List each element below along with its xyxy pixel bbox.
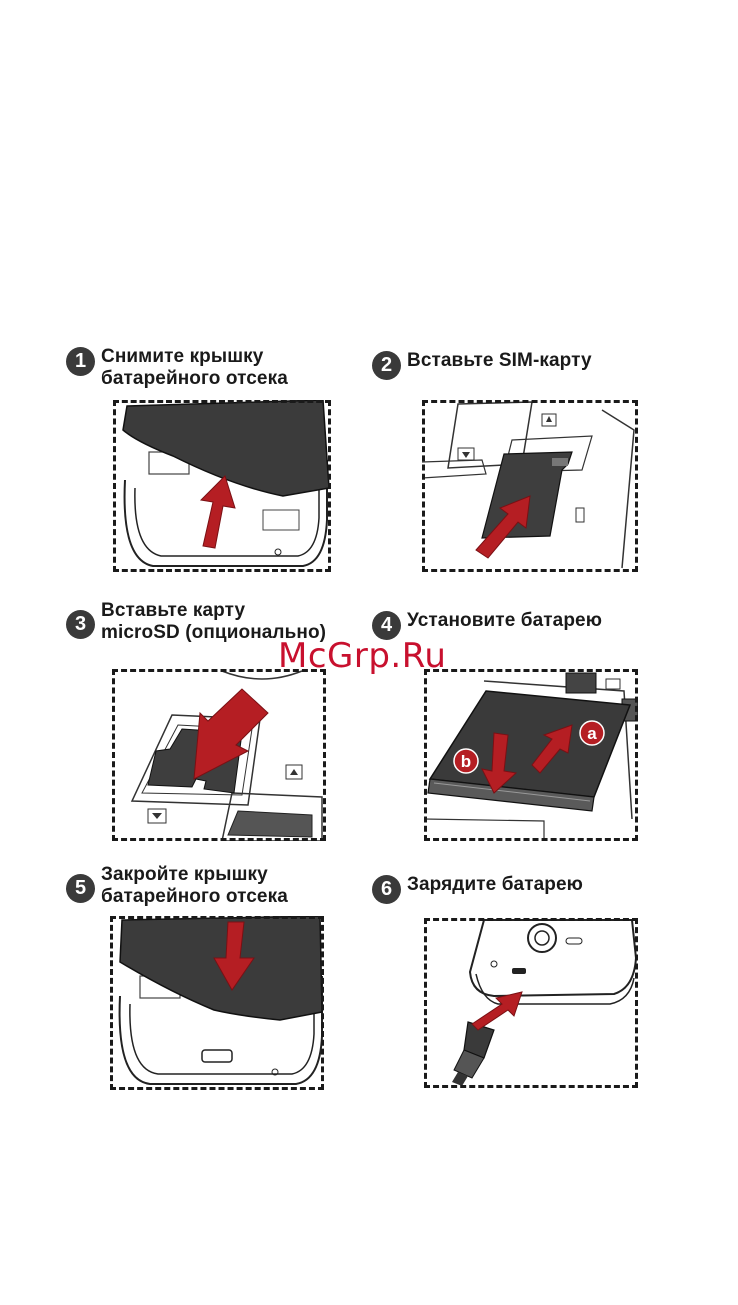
step-3-illustration xyxy=(112,669,326,841)
step-5-heading: 5 Закройте крышку батарейного отсека xyxy=(66,864,288,908)
step-title: Установите батарею xyxy=(407,610,602,632)
step-4-illustration: a b xyxy=(424,669,638,841)
step-6-illustration xyxy=(424,918,638,1088)
step-number-badge: 1 xyxy=(66,347,95,376)
step-title: Зарядите батарею xyxy=(407,874,583,896)
step-1-heading: 1 Снимите крышку батарейного отсека xyxy=(66,346,288,390)
step-number-badge: 6 xyxy=(372,875,401,904)
step-title: Закройте крышку батарейного отсека xyxy=(101,864,288,908)
step-2-heading: 2 Вставьте SIM-карту xyxy=(372,350,592,380)
step-1-illustration xyxy=(113,400,331,572)
step-title: Снимите крышку батарейного отсека xyxy=(101,346,288,390)
step-5-illustration xyxy=(110,916,324,1090)
step-2-illustration xyxy=(422,400,638,572)
step-number-badge: 5 xyxy=(66,874,95,903)
watermark-text: McGrp.Ru xyxy=(278,636,446,676)
step-number-badge: 2 xyxy=(372,351,401,380)
step-number-badge: 3 xyxy=(66,610,95,639)
step-6-heading: 6 Зарядите батарею xyxy=(372,874,583,904)
step-title: Вставьте SIM-карту xyxy=(407,350,592,372)
